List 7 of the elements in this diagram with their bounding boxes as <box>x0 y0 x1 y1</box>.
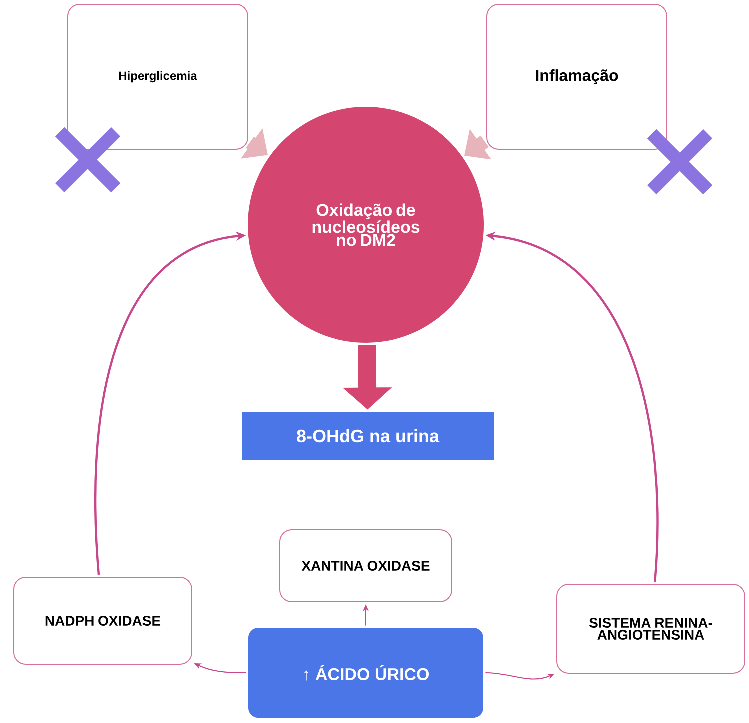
factor-box: Inflamação <box>486 4 668 150</box>
factor-box: Hiperglicemia <box>68 4 248 150</box>
factor-box: XANTINA OXIDASE <box>280 530 452 602</box>
result-band: 8-OHdG na urina <box>242 412 494 460</box>
cause-box: ↑ ÁCIDO ÚRICO <box>248 628 484 718</box>
factor-box: NADPH OXIDASE <box>14 577 192 665</box>
factor-box: SISTEMA RENINA-ANGIOTENSINA <box>556 584 746 674</box>
